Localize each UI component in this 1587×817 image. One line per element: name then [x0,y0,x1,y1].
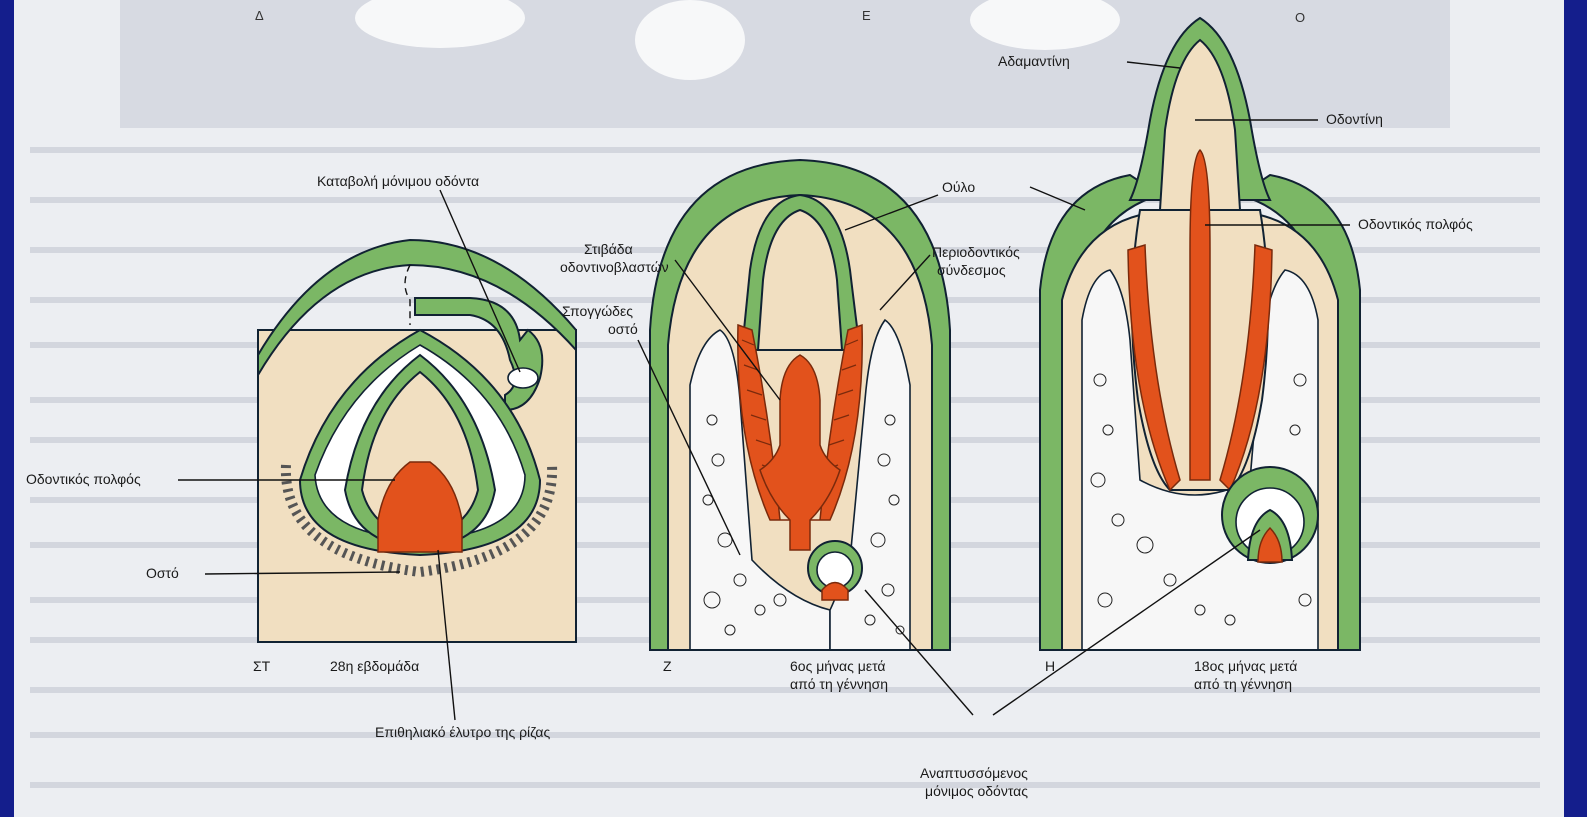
label-spongy-2: οστό [608,321,638,337]
time-label-z-2: από τη γέννηση [790,676,888,692]
header-label-d: Δ [255,8,264,23]
label-dentin: Οδοντίνη [1326,111,1383,127]
panel-z [650,160,950,650]
pulp-h [1190,150,1210,480]
label-developing-1: Αναπτυσσόμενος [920,765,1028,781]
label-permanent-bud: Καταβολή μόνιμου οδόντα [317,173,479,189]
permanent-bud [508,368,538,388]
label-odontoblast-2: οδοντινοβλαστών [560,259,669,275]
label-odontoblast-1: Στιβάδα [584,241,633,257]
time-label-z-1: 6ος μήνας μετά [790,658,886,674]
stage-label-z: Ζ [663,658,672,674]
label-developing-2: μόνιμος οδόντας [925,783,1028,799]
label-periodontal-2: σύνδεσμος [937,262,1006,278]
stage-label-h: Η [1045,658,1055,674]
header-label-fragment: Ο [1295,10,1305,25]
time-label-h-2: από τη γέννηση [1194,676,1292,692]
label-enamel: Αδαμαντίνη [998,53,1070,69]
label-spongy-1: Σπογγώδες [562,303,633,319]
top-blob [635,0,745,80]
label-pulp-h: Οδοντικός πολφός [1358,216,1473,232]
stage-label-st: ΣΤ [253,658,271,674]
panel-st [258,240,576,642]
header-label-e: Ε [862,8,871,23]
label-bone: Οστό [146,565,179,581]
label-root-sheath: Επιθηλιακό έλυτρο της ρίζας [375,724,550,740]
label-pulp-st: Οδοντικός πολφός [26,471,141,487]
time-label-st: 28η εβδομάδα [330,658,419,674]
label-gum: Ούλο [942,179,975,195]
time-label-h-1: 18ος μήνας μετά [1194,658,1297,674]
label-periodontal-1: Περιοδοντικός [932,244,1020,260]
top-strip [120,0,1450,128]
